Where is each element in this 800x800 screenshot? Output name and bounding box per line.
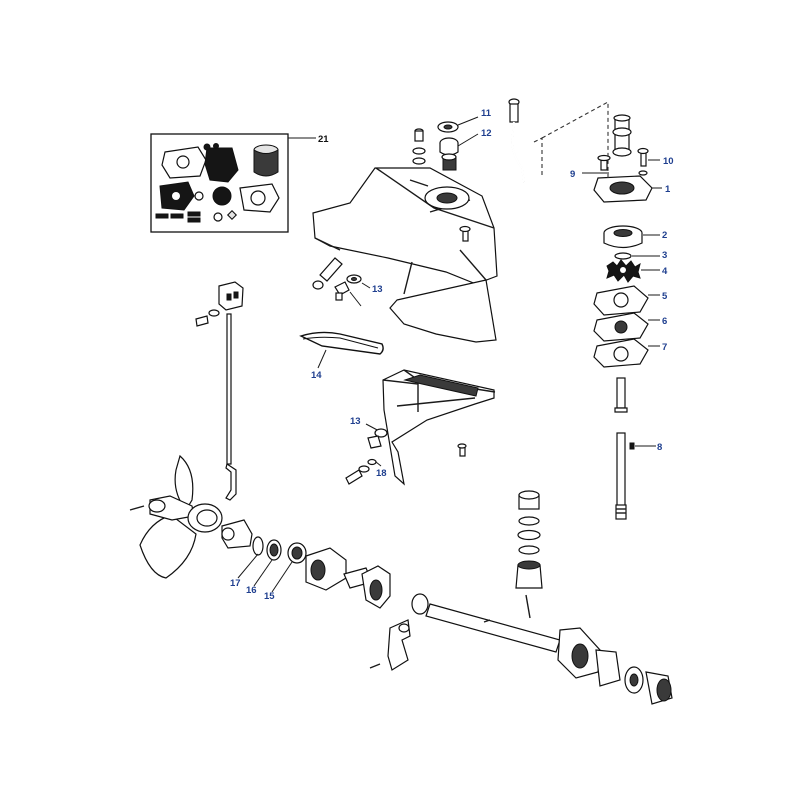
callout-2: 2 [662,230,667,241]
o-ring [614,252,660,260]
callout-17: 17 [230,578,241,589]
propeller-shaft [411,593,673,705]
callout-13-upper: 13 [372,284,383,295]
prop-shaft-bearings [221,519,307,593]
shift-rod [195,281,244,501]
dowel-and-screw [312,257,371,307]
impeller-plate-gasket [593,285,660,316]
callout-13-lower: 13 [350,416,361,427]
callout-6: 6 [662,316,667,327]
water-pump-kit-inset [150,133,316,233]
callout-18: 18 [376,468,387,479]
callout-labels: 21 11 12 9 10 1 2 3 4 5 6 7 8 13 14 13 1… [230,108,674,602]
callout-8: 8 [657,442,662,453]
impeller [606,259,660,283]
seal-stack [412,116,479,171]
impeller-liner [603,225,660,249]
callout-9: 9 [570,169,575,180]
bearing-carrier [305,547,391,609]
callout-5: 5 [662,291,668,302]
callout-11: 11 [481,108,492,119]
shift-lever [369,619,411,671]
pinion-stack [515,490,543,619]
callout-21: 21 [318,134,329,145]
callout-1: 1 [665,184,671,195]
water-pump-housing [533,101,662,203]
seal-strip [299,331,384,369]
callout-15: 15 [264,591,275,602]
gearcase-housing [382,369,496,486]
exhaust-housing [312,167,498,343]
pump-base-gasket [593,338,660,368]
callout-10: 10 [663,156,674,167]
callout-16: 16 [246,585,257,596]
callout-14: 14 [311,370,322,381]
propeller [129,454,223,579]
callout-7: 7 [662,342,667,353]
callout-3: 3 [662,250,667,261]
drive-shaft [614,377,656,520]
water-tube [508,98,525,183]
callout-4: 4 [662,266,668,277]
impeller-plate [593,312,660,342]
drain-screws [345,423,388,485]
callout-12: 12 [481,128,492,139]
